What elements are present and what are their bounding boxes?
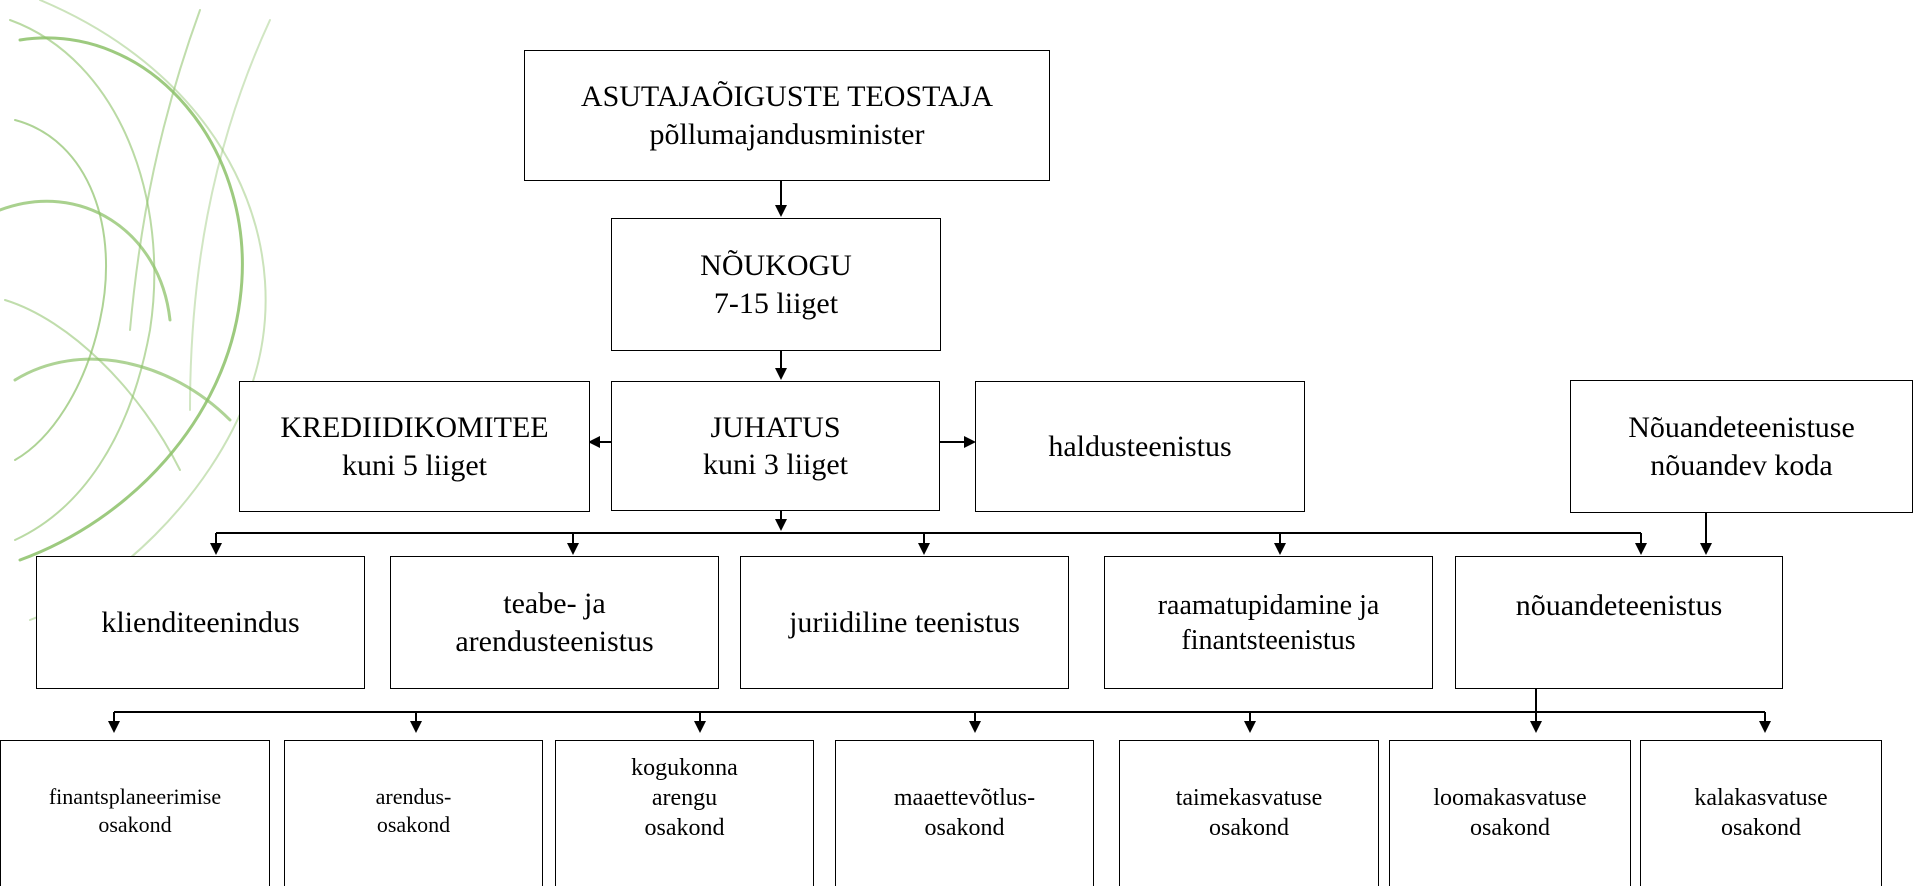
node-customer-service: klienditeenindus <box>36 556 365 689</box>
council-title: NÕUKOGU <box>700 249 852 282</box>
crop-line2: osakond <box>1209 815 1289 841</box>
fish-line1: kalakasvatuse <box>1694 785 1828 811</box>
node-accounting: raamatupidamine ja finantsteenistus <box>1104 556 1433 689</box>
node-crop: taimekasvatuse osakond <box>1119 740 1379 886</box>
founder-subtitle: põllumajandusminister <box>649 117 925 151</box>
credit-committee-subtitle: kuni 5 liiget <box>342 448 487 482</box>
board-subtitle: kuni 3 liiget <box>703 448 848 481</box>
council-subtitle: 7-15 liiget <box>713 286 839 320</box>
node-council: NÕUKOGU 7-15 liiget <box>611 218 941 351</box>
credit-committee-title: KREDIIDIKOMITEE <box>280 411 549 444</box>
node-advisory-service: nõuandeteenistus <box>1455 556 1783 689</box>
accounting-line2: finantsteenistus <box>1181 624 1356 656</box>
rural-business-line2: osakond <box>924 815 1005 841</box>
node-founder: ASUTAJAÕIGUSTE TEOSTAJA põllumajandusmin… <box>524 50 1050 181</box>
administration-title: haldusteenistus <box>1048 429 1232 463</box>
fish-line2: osakond <box>1721 815 1801 841</box>
advisory-service-title: nõuandeteenistus <box>1515 589 1723 622</box>
development-line1: arendus- <box>375 784 452 809</box>
node-info-development: teabe- ja arendusteenistus <box>390 556 719 689</box>
node-credit-committee: KREDIIDIKOMITEE kuni 5 liiget <box>239 381 590 512</box>
node-community: kogukonna arengu osakond <box>555 740 814 886</box>
community-line2: arengu <box>651 785 718 811</box>
community-line3: osakond <box>644 815 725 841</box>
decorative-swirl <box>0 0 271 621</box>
info-development-line2: arendusteenistus <box>455 624 654 658</box>
node-administration: haldusteenistus <box>975 381 1305 512</box>
rural-business-line1: maaettevõtlus- <box>893 785 1036 811</box>
node-advisory-chamber: Nõuandeteenistuse nõuandev koda <box>1570 380 1913 513</box>
node-fish: kalakasvatuse osakond <box>1640 740 1882 886</box>
node-livestock: loomakasvatuse osakond <box>1389 740 1631 886</box>
development-line2: osakond <box>376 811 451 837</box>
financial-planning-line2: osakond <box>98 811 172 837</box>
node-development: arendus- osakond <box>284 740 543 886</box>
customer-service-title: klienditeenindus <box>101 605 300 639</box>
board-title: JUHATUS <box>710 410 841 444</box>
livestock-line1: loomakasvatuse <box>1433 785 1587 811</box>
advisory-chamber-line2: nõuandev koda <box>1650 448 1833 482</box>
info-development-line1: teabe- ja <box>503 587 606 620</box>
community-line1: kogukonna <box>631 755 738 781</box>
financial-planning-line1: finantsplaneerimise <box>48 784 222 809</box>
crop-line1: taimekasvatuse <box>1175 785 1323 811</box>
node-rural-business: maaettevõtlus- osakond <box>835 740 1094 886</box>
legal-title: juriidiline teenistus <box>789 605 1020 639</box>
node-legal: juriidiline teenistus <box>740 556 1069 689</box>
founder-title: ASUTAJAÕIGUSTE TEOSTAJA <box>580 80 994 113</box>
advisory-chamber-line1: Nõuandeteenistuse <box>1628 411 1855 444</box>
accounting-line1: raamatupidamine ja <box>1157 589 1380 621</box>
livestock-line2: osakond <box>1470 815 1550 841</box>
node-board: JUHATUS kuni 3 liiget <box>611 381 940 511</box>
node-financial-planning: finantsplaneerimise osakond <box>0 740 270 886</box>
